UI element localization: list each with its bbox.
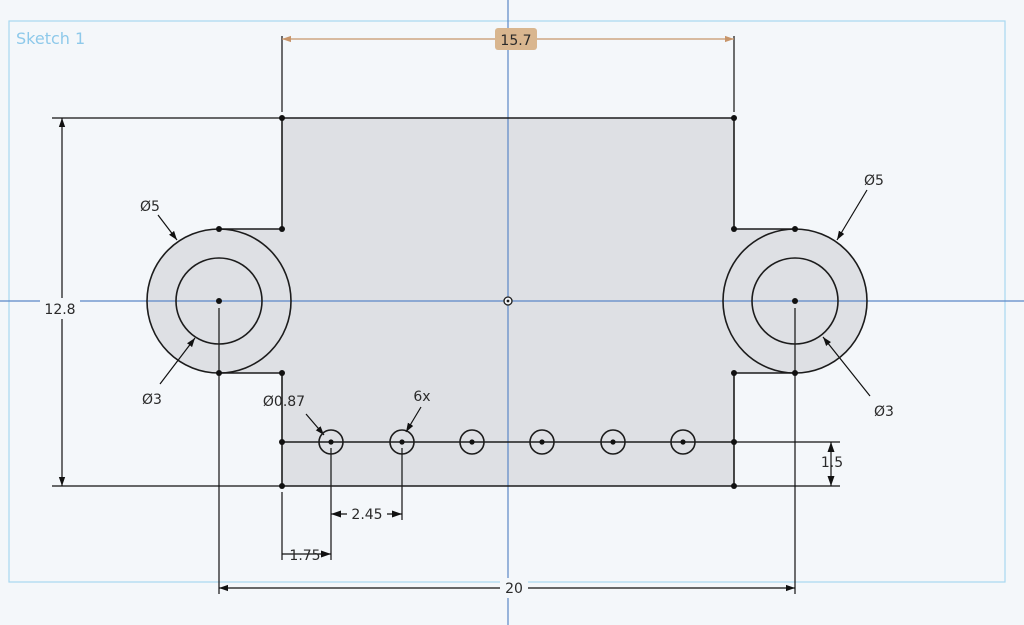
- top-width-label-badge[interactable]: [495, 28, 537, 50]
- small-hole-2[interactable]: [389, 429, 415, 455]
- right-inner-diameter-label[interactable]: Ø3: [874, 404, 894, 420]
- extension-lines: [52, 36, 840, 594]
- small-hole-3[interactable]: [459, 429, 485, 455]
- hole-bottom-offset-dimension[interactable]: 1.5: [821, 455, 843, 471]
- top-width-dimension[interactable]: 15.7: [500, 33, 531, 49]
- right-outer-diameter-label[interactable]: Ø5: [864, 173, 884, 189]
- sketch-points[interactable]: [216, 115, 798, 489]
- small-hole-6[interactable]: [670, 429, 696, 455]
- hole-count-label[interactable]: 6x: [413, 389, 430, 405]
- origin-point[interactable]: [503, 296, 513, 306]
- diameter-leaders: [157, 189, 871, 436]
- hole-edge-offset-dimension-line[interactable]: [282, 550, 331, 558]
- sketch-label: Sketch 1: [16, 29, 86, 48]
- small-hole-5[interactable]: [600, 429, 626, 455]
- height-dimension[interactable]: 12.8: [44, 302, 75, 318]
- small-hole-diameter-label[interactable]: Ø0.87: [263, 394, 305, 410]
- hole-bottom-offset-dimension-line[interactable]: [827, 442, 835, 486]
- left-inner-diameter-label[interactable]: Ø3: [142, 392, 162, 408]
- left-boss-inner-circle[interactable]: [175, 257, 263, 345]
- hole-edge-offset-dimension[interactable]: 1.75: [289, 548, 320, 564]
- overall-width-label-bg: [500, 578, 528, 598]
- small-hole-4[interactable]: [529, 429, 555, 455]
- right-boss-inner-circle[interactable]: [751, 257, 839, 345]
- hole-spacing-label-bg: [347, 505, 387, 523]
- overall-width-dimension[interactable]: 20: [505, 581, 523, 597]
- left-outer-diameter-label[interactable]: Ø5: [140, 199, 160, 215]
- small-hole-1[interactable]: [318, 429, 344, 455]
- height-label-bg: [40, 298, 80, 319]
- hole-spacing-dimension[interactable]: 2.45: [351, 507, 382, 523]
